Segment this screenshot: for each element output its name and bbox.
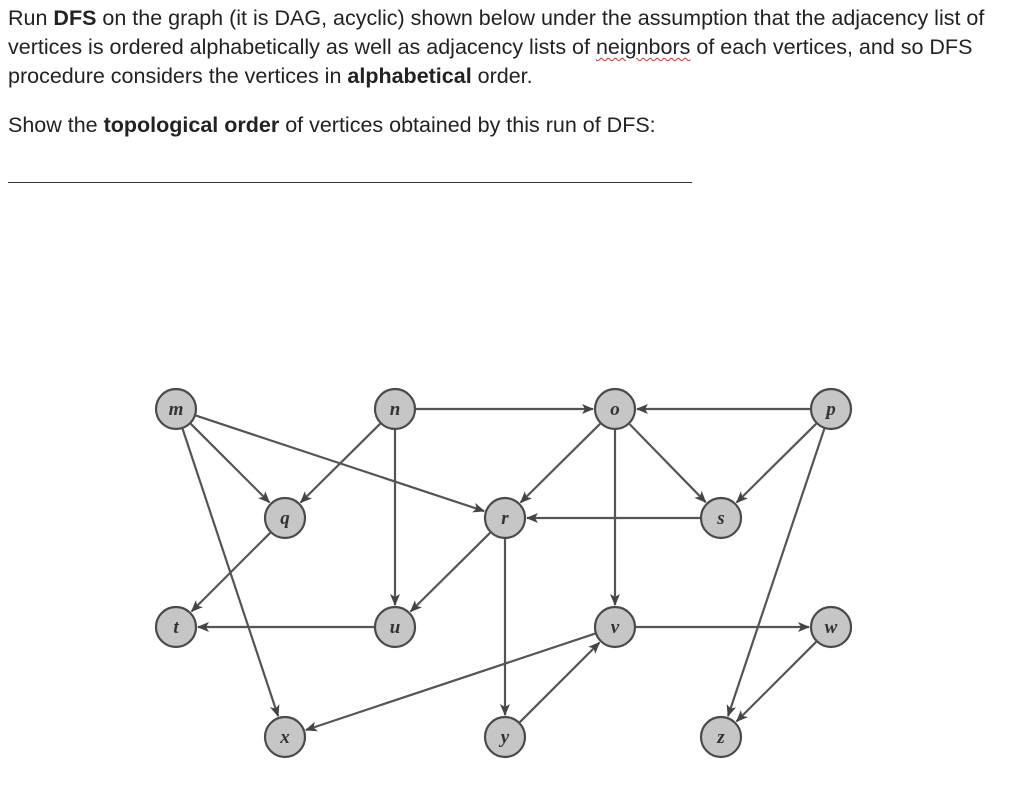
vertex-label: m (169, 399, 184, 420)
vertex-label: z (716, 727, 725, 748)
vertex-p: p (809, 387, 853, 431)
vertex-v: v (593, 605, 637, 649)
edge-p-to-s (735, 423, 817, 504)
vertex-circle (154, 387, 198, 431)
edge-q-to-t (190, 532, 271, 613)
vertex-m: m (154, 387, 198, 431)
vertex-circle (593, 605, 637, 649)
vertex-circle (263, 496, 307, 540)
question-text-part: order. (471, 64, 533, 88)
question-text-part: Run (8, 6, 54, 30)
vertex-circle (483, 715, 527, 759)
instruction-text: Show the topological order of vertices o… (8, 111, 656, 140)
vertex-r: r (483, 496, 527, 540)
vertex-q: q (263, 496, 307, 540)
vertex-label: s (716, 508, 724, 529)
vertex-label: o (610, 399, 620, 420)
edge-w-to-z (735, 641, 817, 723)
vertex-circle (699, 715, 743, 759)
vertex-label: q (280, 508, 290, 529)
vertex-n: n (373, 387, 417, 431)
vertex-label: r (501, 508, 509, 529)
answer-blank-line[interactable] (8, 182, 692, 183)
edge-y-to-v (519, 641, 601, 723)
question-text: Run DFS on the graph (it is DAG, acyclic… (8, 4, 1022, 91)
edge-o-to-s (628, 423, 707, 503)
edges-layer (181, 404, 826, 732)
vertex-label: p (824, 399, 836, 420)
bold-dfs: DFS (53, 6, 97, 30)
nodes-layer: m n o p q r s t u v w x y z (154, 387, 853, 759)
vertex-label: y (499, 727, 510, 748)
edge-r-to-u (409, 532, 491, 613)
vertex-x: x (263, 715, 307, 759)
bold-alphabetical: alphabetical (347, 64, 472, 88)
misspelled-word: neignbors (595, 35, 691, 59)
edge-m-to-q (190, 423, 271, 504)
vertex-circle (809, 605, 853, 649)
vertex-label: w (825, 617, 838, 638)
question-text-part: of each vertices, and so DFS procedure c… (8, 35, 973, 88)
vertex-circle (373, 387, 417, 431)
vertex-o: o (593, 387, 637, 431)
vertex-label: x (279, 727, 290, 748)
vertex-circle (483, 496, 527, 540)
vertex-circle (154, 605, 198, 649)
vertex-circle (699, 496, 743, 540)
vertex-w: w (809, 605, 853, 649)
vertex-circle (593, 387, 637, 431)
vertex-circle (263, 715, 307, 759)
vertex-label: n (390, 399, 401, 420)
vertex-label: u (390, 617, 401, 638)
vertex-label: t (173, 617, 179, 638)
bold-topological-order: topological order (103, 113, 280, 137)
instruction-text-part: of vertices obtained by this run of DFS: (279, 113, 656, 137)
vertex-z: z (699, 715, 743, 759)
question-text-part: on the graph (it is DAG, acyclic) shown … (8, 6, 985, 59)
edge-n-to-q (299, 423, 381, 504)
vertex-y: y (483, 715, 527, 759)
edge-o-to-r (519, 423, 601, 504)
vertex-u: u (373, 605, 417, 649)
vertex-t: t (154, 605, 198, 649)
instruction-text-part: Show the (8, 113, 104, 137)
vertex-label: v (611, 617, 620, 638)
vertex-s: s (699, 496, 743, 540)
edge-p-to-z (726, 428, 826, 718)
vertex-circle (809, 387, 853, 431)
edge-v-to-x (304, 632, 596, 732)
vertex-circle (373, 605, 417, 649)
